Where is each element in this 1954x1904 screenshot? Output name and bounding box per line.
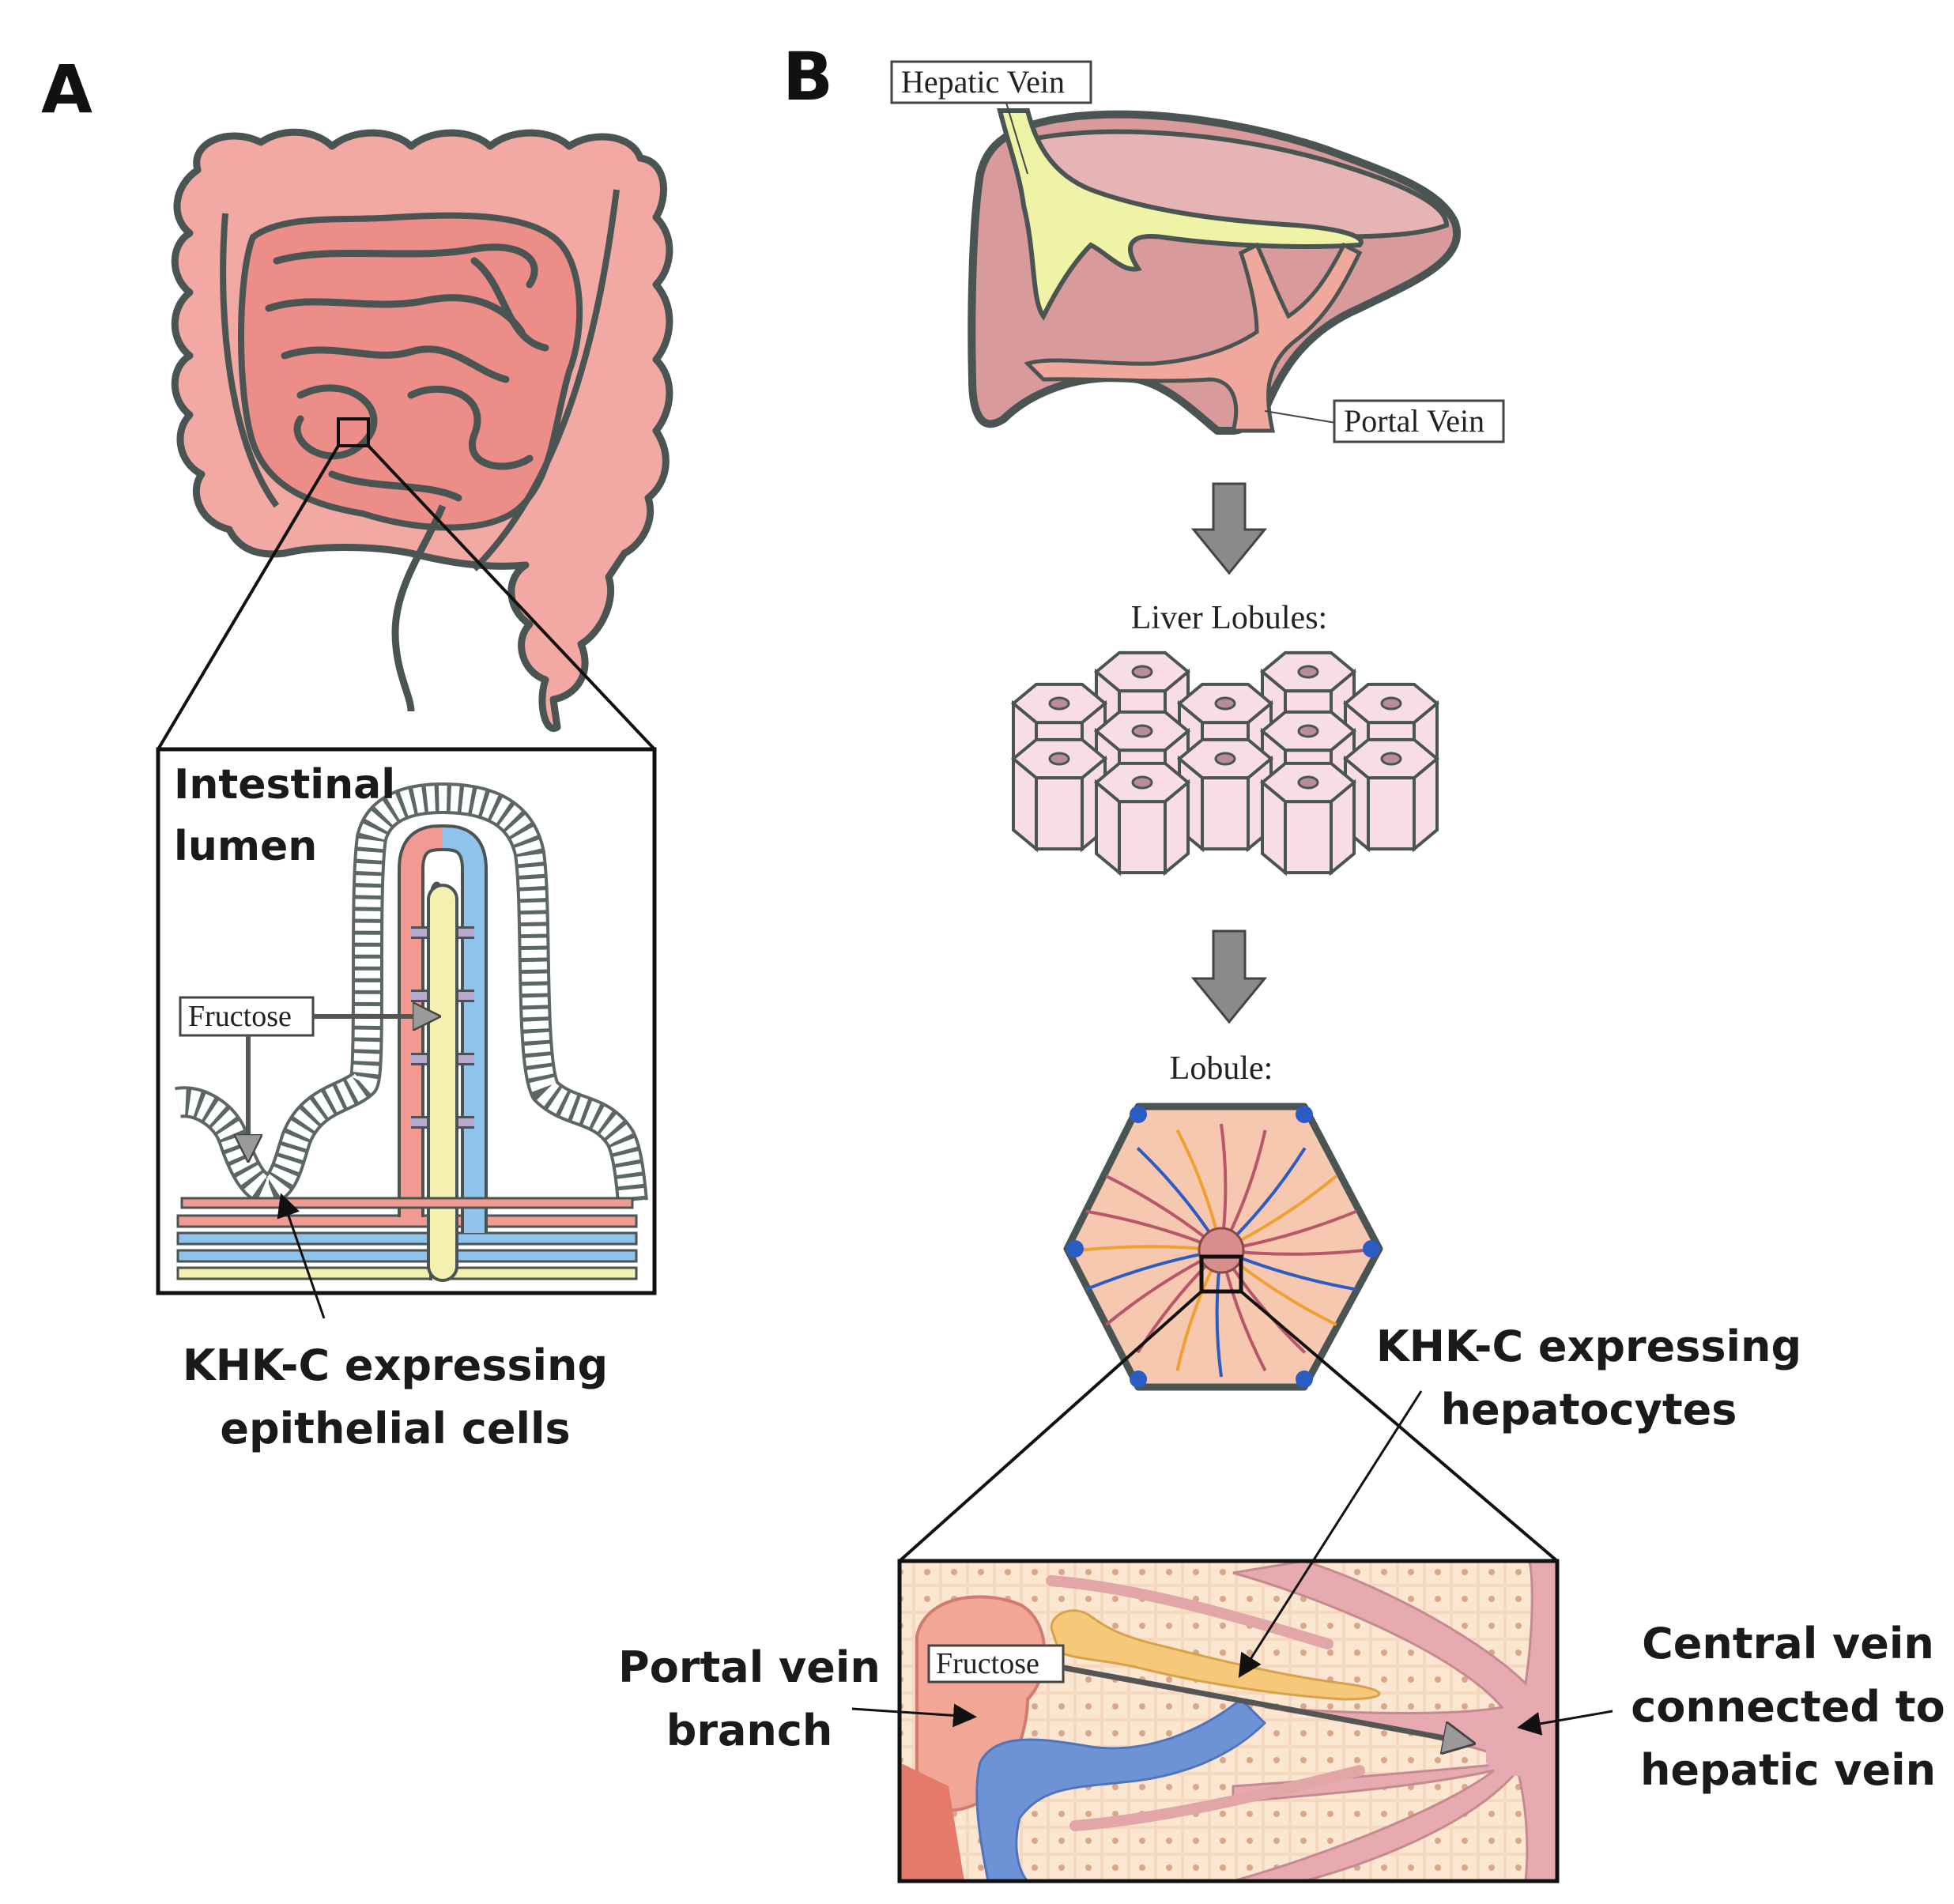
hepatic-vein-box [890,60,1092,104]
central-vein-label-3: hepatic vein [1640,1745,1936,1795]
fructose-label-b: Fructose [936,1647,1039,1680]
zoom-line-left-a [157,444,340,751]
portal-vein-label: Portal Vein [1344,403,1484,439]
central-vein-dot [1048,752,1070,766]
central-vein-dot [1131,724,1153,738]
central-vein-dot [1297,724,1319,738]
central-vein-dot [1380,752,1402,766]
villus-zoom-box: Intestinal lumen Fructose [156,747,657,1295]
portal-branch-arrow [851,1703,977,1728]
liver-lobules-block [1010,650,1440,877]
central-vein-dot [1131,665,1153,679]
portal-vein-box [1333,399,1505,443]
central-vein-label-2: connected to [1631,1682,1945,1732]
central-vein-dot [1214,752,1236,766]
lobule-prism-side [1118,800,1167,875]
lobule-zoom-marker [1199,1254,1243,1294]
portal-branch-label-1: Portal vein [618,1642,881,1692]
zoom-line-left-b [898,1290,1203,1563]
portal-triad-dot [1130,1371,1147,1388]
zoom-line-right-a [367,444,656,751]
lobule-prism-side [1035,776,1084,851]
hepatic-vein-shape [997,108,1364,321]
central-vein-dot [1048,696,1070,711]
fructose-arrow-to-central-vein [1062,1665,1470,1743]
intestinal-lumen-label-2: lumen [174,823,317,870]
epithelial-label-1: KHK-C expressing [183,1340,608,1390]
portal-branch-label-2: branch [666,1706,833,1755]
central-vein-label-1: Central vein [1642,1619,1934,1668]
portal-triad-dot [1066,1240,1084,1257]
portal-vein-shape [1024,242,1363,433]
liver-illustration [968,94,1461,435]
portal-triad-dot [1296,1371,1313,1388]
panel-a-letter: A [41,51,92,128]
lobule-label: Lobule: [1170,1050,1273,1087]
central-vein-dot [1131,775,1153,790]
epithelial-label-2: epithelial cells [220,1404,570,1453]
lobule-hexagon [1063,1103,1383,1391]
hepatocytes-label-2: hepatocytes [1441,1385,1737,1435]
panel-b-letter: B [783,38,833,115]
hepatic-vein-label: Hepatic Vein [901,64,1065,100]
fructose-box-a [179,996,315,1037]
intestine-zoom-marker [337,417,370,447]
portal-triad-dot [1363,1240,1380,1257]
central-vein-dot [1214,696,1236,711]
hepatocytes-label-1: KHK-C expressing [1376,1321,1801,1371]
central-vein-dot [1297,775,1319,790]
lobule-prism-side [1284,800,1333,875]
lobule-prism-side [1367,776,1416,851]
fructose-label-a: Fructose [188,1000,292,1033]
down-arrow-1 [1190,482,1268,575]
portal-triad-dot [1130,1106,1147,1123]
hepatic-zoom-box: Fructose [897,1559,1560,1883]
intestine-illustration [171,128,673,732]
portal-triad-dot [1296,1106,1313,1123]
intestinal-lumen-label-1: Intestinal [174,761,395,809]
hepatocytes-arrow [1238,1390,1423,1679]
lobule-prism-side [1201,776,1250,851]
central-vein-arrow [1517,1710,1613,1736]
epithelial-arrow [277,1193,326,1319]
fructose-box-b [927,1644,1065,1683]
central-vein-dot [1380,696,1402,711]
down-arrow-2 [1190,929,1268,1024]
central-vein-dot [1297,665,1319,679]
liver-lobules-label: Liver Lobules: [1131,600,1327,636]
